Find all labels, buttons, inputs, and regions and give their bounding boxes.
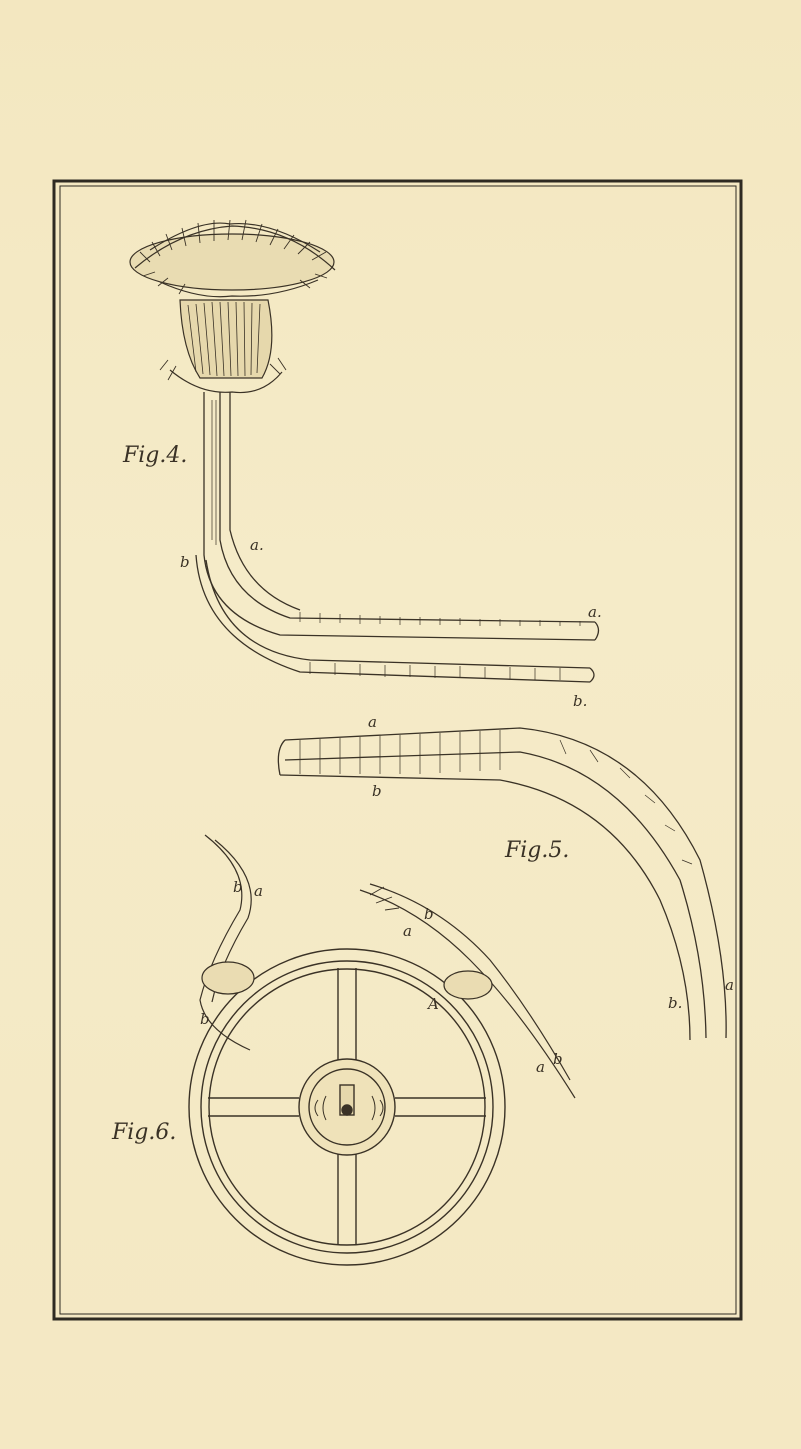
fig4-stem [195,392,600,683]
fig6-strands [199,834,576,1099]
fig5-letter-a-tip: a [725,976,734,994]
fig6-wheel [188,948,506,1266]
plate-frame-inner [59,185,737,1315]
fig4-letter-b-right: b. [573,692,588,710]
plate-frame-outer [52,179,743,1321]
fig6-letter-b-low: b [553,1050,563,1068]
fig5-curved-tube [277,727,727,1041]
fig4-letter-b-left: b [180,553,190,571]
fig6-letter-b-mid: b [424,905,434,923]
fig6-label: Fig.6. [112,1120,177,1145]
fig5-letter-b-tip: b. [668,994,683,1012]
fig4-letter-a-right: a. [588,603,602,621]
fig6-letter-b-left: b [200,1010,210,1028]
fig6-letter-A: A [428,995,439,1013]
fig6-letter-a-low: a [536,1058,545,1076]
fig5-letter-b-top: b [372,782,382,800]
fig5-letter-a-top: a [368,713,377,731]
fig6-letter-a-mid: a [403,922,412,940]
fig4-label: Fig.4. [123,443,188,468]
fig5-label: Fig.5. [505,838,570,863]
fig4-flower-head [129,219,336,394]
fig6-letter-b-top: b [233,878,243,896]
fig6-letter-a-top: a [254,882,263,900]
fig4-letter-a-upper: a. [250,536,264,554]
